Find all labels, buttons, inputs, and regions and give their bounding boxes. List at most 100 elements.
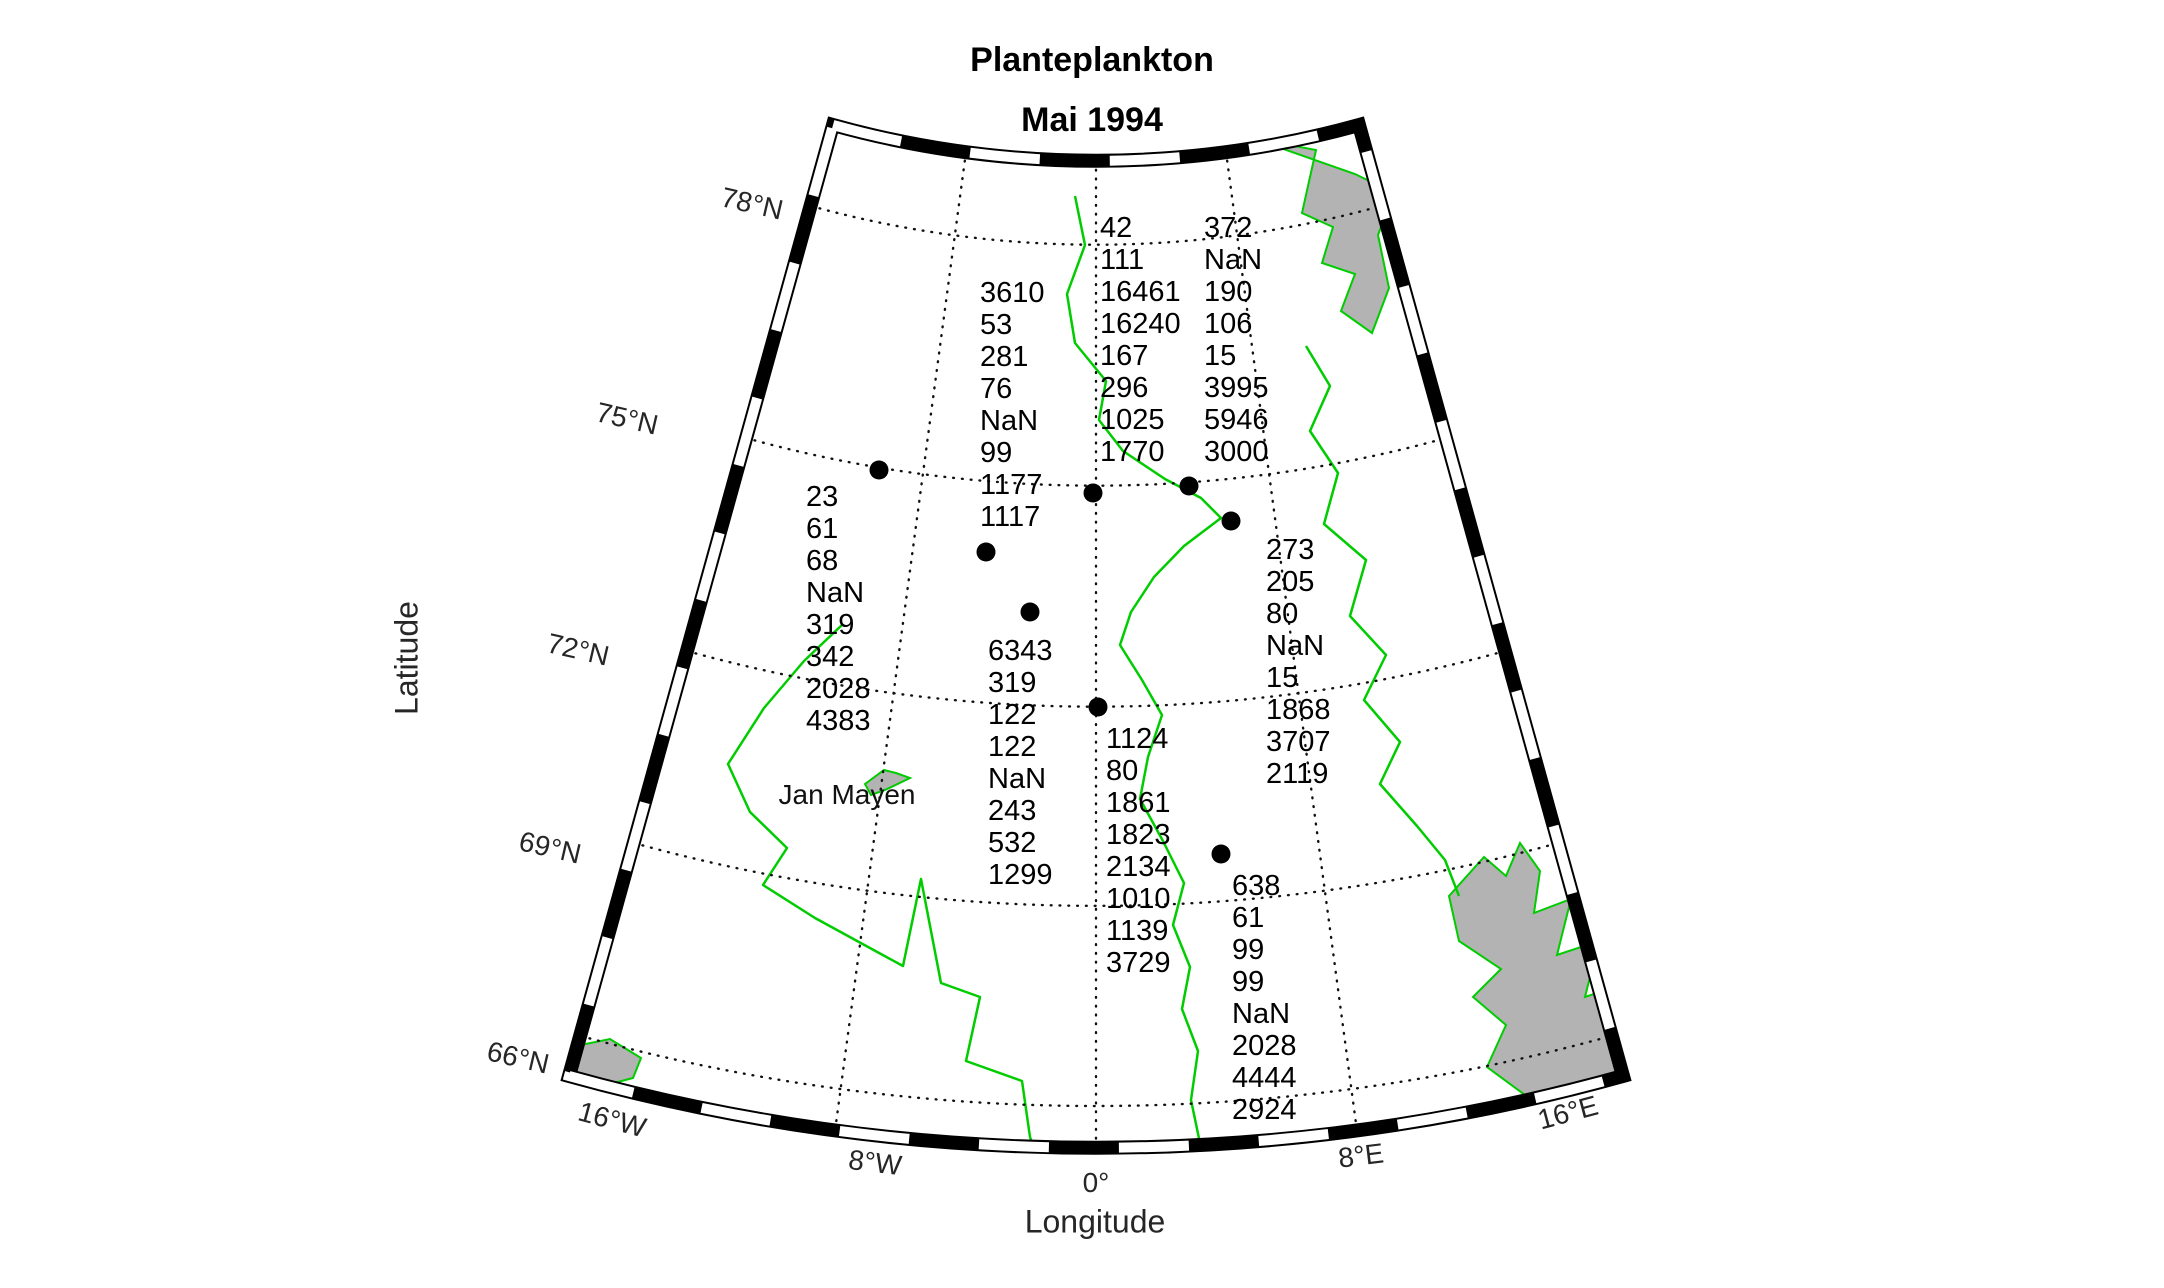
land-jan-mayen	[863, 768, 913, 797]
station-value: 42	[1100, 212, 1133, 244]
station-value: 99	[1232, 966, 1265, 998]
station-value: NaN	[1204, 244, 1263, 276]
station-value: 167	[1100, 340, 1149, 372]
station-dot	[976, 542, 996, 562]
station-value: 3995	[1204, 372, 1269, 404]
map-frame-zebra-base	[560, 116, 1632, 1155]
station-value: 1139	[1106, 915, 1169, 947]
station-value: 2924	[1232, 1094, 1297, 1126]
lon-tick-0°: 0°	[1082, 1167, 1110, 1198]
station-dot	[1179, 476, 1199, 496]
station-value: 80	[1106, 755, 1139, 787]
station-value: 80	[1266, 598, 1299, 630]
station-dot	[869, 460, 889, 480]
station-value: 532	[988, 827, 1037, 859]
station-value: 1117	[980, 501, 1041, 533]
station-dot	[1211, 844, 1231, 864]
station-value: 23	[806, 481, 839, 513]
parallel-69n	[632, 841, 1560, 907]
station-dot	[1020, 602, 1040, 622]
map-label-jan-mayen: Jan Mayen	[778, 779, 916, 810]
station-dot	[1088, 697, 1108, 717]
station-value: 106	[1204, 308, 1253, 340]
station-value: 15	[1266, 662, 1299, 694]
station-value: 342	[806, 641, 855, 673]
station-value: 1868	[1266, 694, 1331, 726]
station-value: 3707	[1266, 726, 1331, 758]
x-axis-label: Longitude	[1024, 1203, 1166, 1240]
station-value: 2134	[1106, 851, 1171, 883]
station-value: 296	[1100, 372, 1149, 404]
parallel-75n	[744, 436, 1448, 487]
station-value: 16240	[1100, 308, 1181, 340]
map-interior	[569, 137, 1623, 1148]
lat-tick-69°N: 69°N	[516, 825, 585, 870]
station-value: 2028	[1232, 1030, 1297, 1062]
station-value: NaN	[1266, 630, 1325, 662]
station-value: 1025	[1100, 404, 1165, 436]
lon-tick-8°E: 8°E	[1336, 1137, 1386, 1174]
station-value: 1299	[988, 859, 1053, 891]
station-dot	[1083, 483, 1103, 503]
station-value: 4444	[1232, 1062, 1297, 1094]
station-value: 3000	[1204, 436, 1269, 468]
station-value: 15	[1204, 340, 1237, 372]
station-value: 273	[1266, 534, 1315, 566]
station-value: NaN	[806, 577, 865, 609]
station-value: 205	[1266, 566, 1315, 598]
station-value: 319	[806, 609, 855, 641]
station-value: 1861	[1106, 787, 1171, 819]
meridian-8e	[1224, 150, 1359, 1133]
station-value: 638	[1232, 870, 1281, 902]
station-value: 5946	[1204, 404, 1269, 436]
parallel-66n	[579, 1034, 1613, 1108]
station-value: 319	[988, 667, 1037, 699]
station-value: 3729	[1106, 947, 1171, 979]
station-value: 1823	[1106, 819, 1171, 851]
station-value: 76	[980, 373, 1013, 405]
lon-tick-8°W: 8°W	[846, 1143, 904, 1182]
station-value: 1770	[1100, 436, 1165, 468]
lat-tick-78°N: 78°N	[718, 181, 787, 226]
coastline-path	[1304, 345, 1461, 897]
station-value: NaN	[1232, 998, 1291, 1030]
station-value: 122	[988, 731, 1037, 763]
station-value: 99	[980, 437, 1013, 469]
station-value: 111	[1100, 244, 1145, 276]
lat-tick-66°N: 66°N	[484, 1035, 553, 1080]
lat-tick-75°N: 75°N	[593, 396, 662, 441]
station-value: 61	[1232, 902, 1265, 934]
station-value: 1124	[1106, 723, 1169, 755]
lon-tick-16°W: 16°W	[574, 1095, 650, 1144]
station-value: 53	[980, 309, 1013, 341]
lat-tick-72°N: 72°N	[544, 627, 613, 672]
plot-title: Planteplankton Mai 1994	[970, 30, 1214, 150]
parallel-78n	[809, 204, 1383, 246]
coastline-path	[1065, 195, 1223, 1148]
map-frame	[560, 116, 1632, 1155]
station-value: 372	[1204, 212, 1253, 244]
station-value: 99	[1232, 934, 1265, 966]
station-value: 4383	[806, 705, 871, 737]
coastline-path	[726, 623, 1041, 1148]
station-value: NaN	[988, 763, 1047, 795]
station-value: 2028	[806, 673, 871, 705]
station-value: NaN	[980, 405, 1039, 437]
station-value: 68	[806, 545, 839, 577]
station-value: 1010	[1106, 883, 1171, 915]
station-value: 6343	[988, 635, 1053, 667]
coastlines	[726, 195, 1461, 1148]
station-value: 281	[980, 341, 1029, 373]
station-value: 16461	[1100, 276, 1181, 308]
station-value: 190	[1204, 276, 1253, 308]
